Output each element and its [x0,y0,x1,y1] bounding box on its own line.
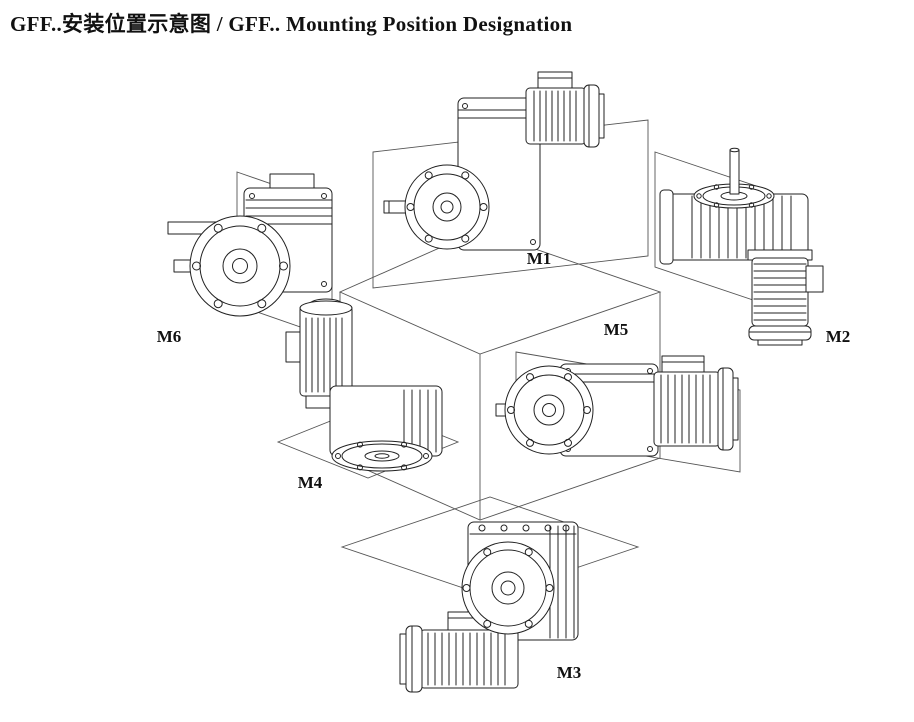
position-label-m2: M2 [825,327,851,346]
gearmotor-m4 [285,298,443,472]
gearmotor-m3 [399,521,579,693]
gearmotor-m5 [495,355,739,457]
gearmotor-m6 [167,173,333,317]
page-title: GFF..安装位置示意图 / GFF.. Mounting Position D… [10,12,573,36]
gearmotor-m1 [383,71,605,251]
position-label-m1: M1 [526,249,552,268]
gearmotor-m2 [659,147,824,346]
position-label-m4: M4 [297,473,323,492]
position-label-m5: M5 [603,320,629,339]
position-label-m3: M3 [556,663,582,682]
position-label-m6: M6 [156,327,182,346]
